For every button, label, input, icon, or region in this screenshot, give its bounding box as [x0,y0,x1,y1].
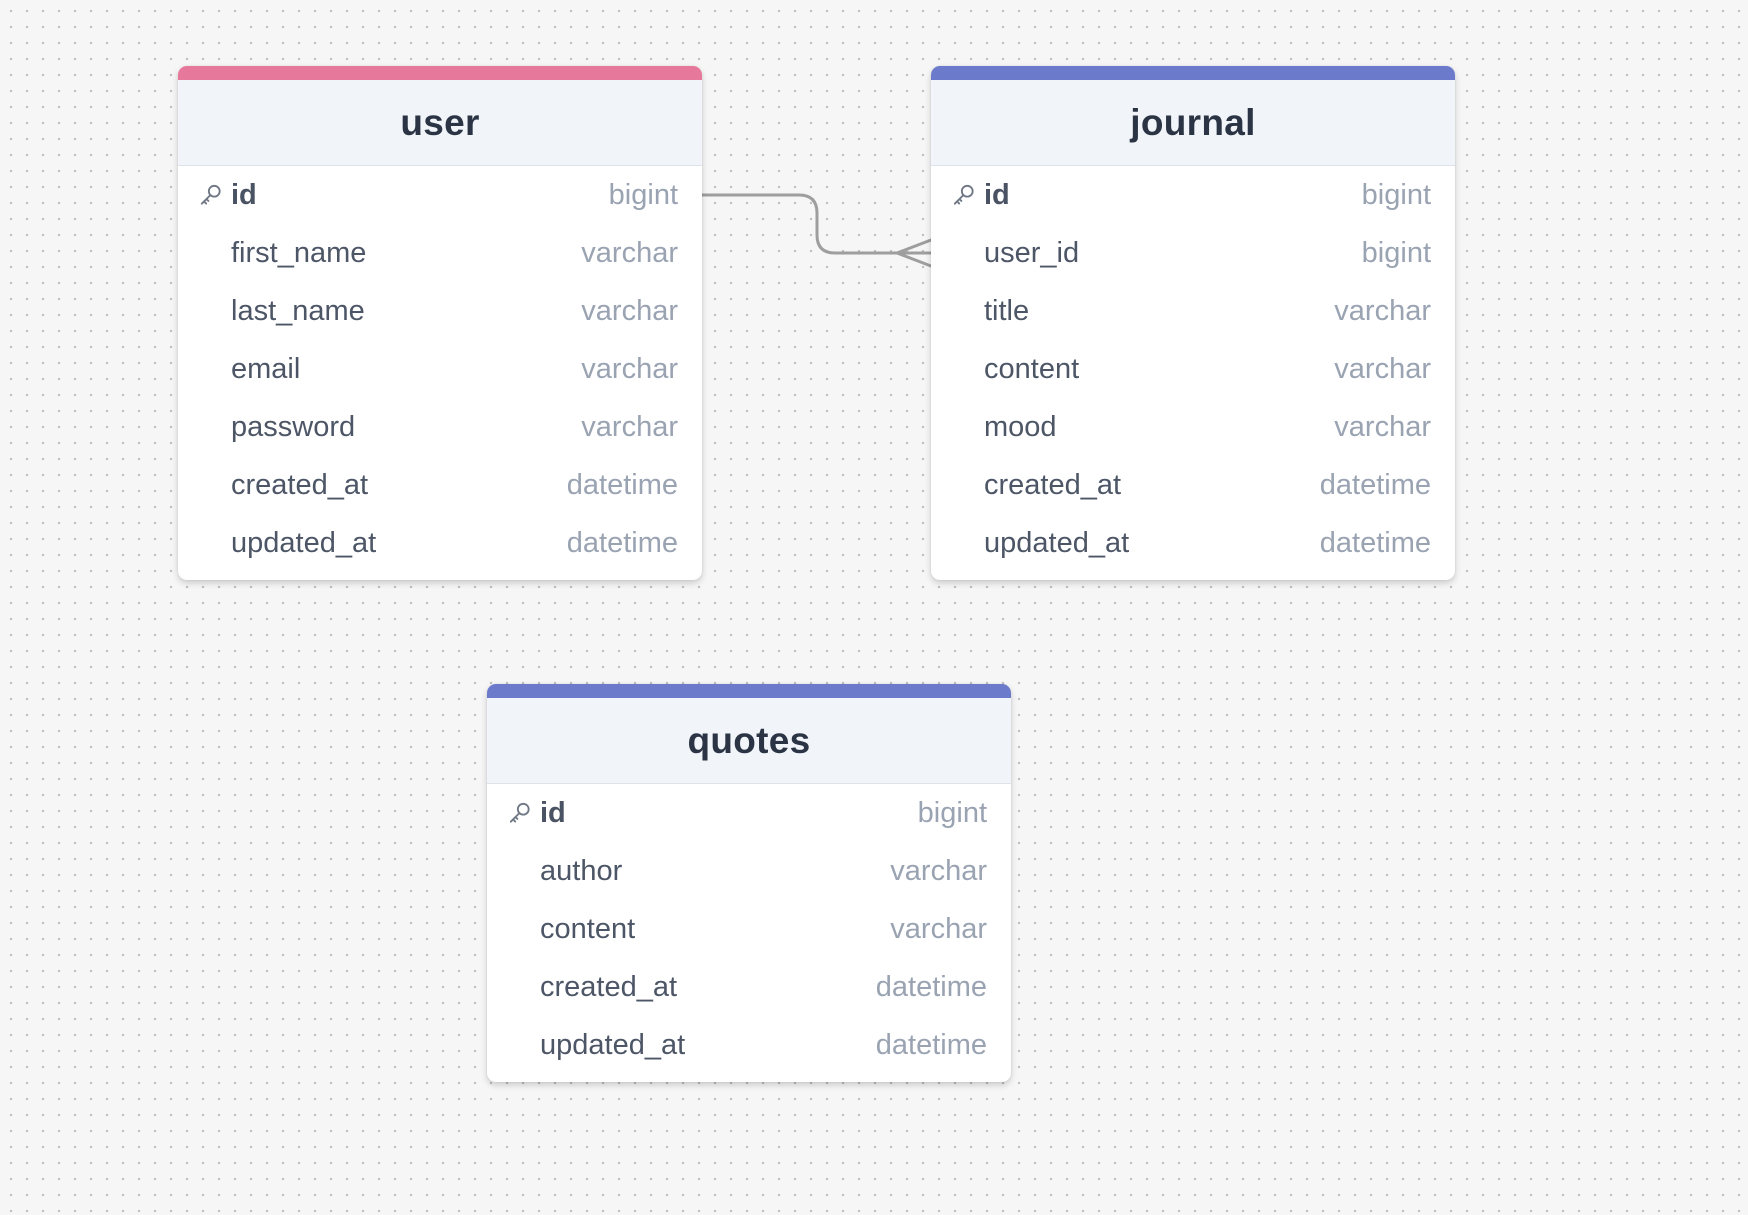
column-type: varchar [1334,410,1431,443]
column-type: datetime [875,1028,987,1061]
primary-key-icon [507,800,533,826]
column-name: content [540,912,636,945]
table-header[interactable]: user [178,80,702,166]
column-type: varchar [581,352,678,385]
column-type: datetime [566,468,678,501]
column-type: varchar [890,912,987,945]
column-row-content[interactable]: content varchar [931,340,1455,398]
table-footer [487,1074,1011,1082]
column-type: varchar [581,236,678,269]
column-name: id [540,796,566,829]
column-type: bigint [1361,178,1431,211]
column-name: updated_at [231,526,377,559]
column-name: author [540,854,623,887]
column-name: id [231,178,257,211]
column-row-id[interactable]: id bigint [178,166,702,224]
column-name: email [231,352,301,385]
column-row-updated-at[interactable]: updated_at datetime [487,1016,1011,1074]
column-row-title[interactable]: title varchar [931,282,1455,340]
table-header[interactable]: quotes [487,698,1011,784]
table-header[interactable]: journal [931,80,1455,166]
column-row-created-at[interactable]: created_at datetime [931,456,1455,514]
table-color-bar [178,66,702,80]
column-row-last-name[interactable]: last_name varchar [178,282,702,340]
table-title: quotes [687,719,811,761]
column-row-email[interactable]: email varchar [178,340,702,398]
column-name: updated_at [984,526,1130,559]
table-quotes[interactable]: quotes id bigint author varchar content varcha… [487,684,1011,1082]
column-type: datetime [1319,468,1431,501]
table-color-bar [487,684,1011,698]
column-row-content[interactable]: content varchar [487,900,1011,958]
column-row-id[interactable]: id bigint [487,784,1011,842]
column-row-first-name[interactable]: first_name varchar [178,224,702,282]
column-name: first_name [231,236,367,269]
relationship-user-journal[interactable] [702,193,933,268]
primary-key-icon [198,182,224,208]
column-type: varchar [1334,352,1431,385]
column-type: bigint [608,178,678,211]
column-row-password[interactable]: password varchar [178,398,702,456]
column-name: title [984,294,1030,327]
column-row-updated-at[interactable]: updated_at datetime [931,514,1455,572]
crows-foot-many-icon [895,238,933,268]
column-type: datetime [1319,526,1431,559]
column-type: varchar [581,294,678,327]
relationship-line[interactable] [702,193,931,255]
table-title: journal [1130,101,1256,143]
column-row-mood[interactable]: mood varchar [931,398,1455,456]
column-type: varchar [890,854,987,887]
primary-key-icon [951,182,977,208]
column-name: content [984,352,1080,385]
column-name: user_id [984,236,1080,269]
column-type: varchar [581,410,678,443]
column-type: datetime [566,526,678,559]
column-name: mood [984,410,1057,443]
column-type: varchar [1334,294,1431,327]
column-type: datetime [875,970,987,1003]
column-row-created-at[interactable]: created_at datetime [178,456,702,514]
column-row-id[interactable]: id bigint [931,166,1455,224]
column-name: created_at [540,970,678,1003]
column-name: created_at [984,468,1122,501]
table-footer [178,572,702,580]
column-row-created-at[interactable]: created_at datetime [487,958,1011,1016]
column-name: last_name [231,294,365,327]
table-footer [931,572,1455,580]
table-journal[interactable]: journal id bigint user_id bigint title varchar… [931,66,1455,580]
column-type: bigint [917,796,987,829]
column-type: bigint [1361,236,1431,269]
table-color-bar [931,66,1455,80]
table-title: user [400,101,480,143]
column-row-author[interactable]: author varchar [487,842,1011,900]
column-name: password [231,410,356,443]
column-row-updated-at[interactable]: updated_at datetime [178,514,702,572]
column-name: updated_at [540,1028,686,1061]
column-row-user-id[interactable]: user_id bigint [931,224,1455,282]
column-list: id bigint author varchar content varchar creat… [487,784,1011,1074]
column-name: created_at [231,468,369,501]
column-name: id [984,178,1010,211]
